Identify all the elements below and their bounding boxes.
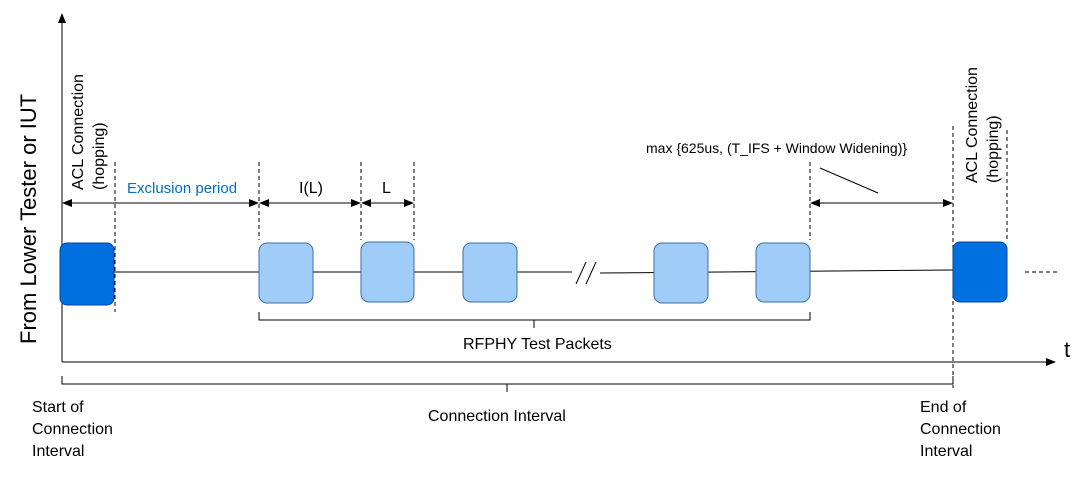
acl-start-label-line1: ACL Connection	[70, 74, 87, 190]
packets-label: RFPHY Test Packets	[463, 336, 612, 353]
end-label-line3: Interval	[920, 443, 972, 460]
l-label: L	[382, 180, 391, 197]
end-label-line2: Connection	[920, 421, 1001, 438]
baseline-break-mark-2	[585, 261, 597, 285]
exclusion-period-label: Exclusion period	[127, 180, 237, 197]
start-label-line1: Start of	[32, 399, 84, 416]
connection-interval-bracket	[61, 376, 954, 385]
test-packet	[653, 242, 709, 304]
acl-start-label-line2: (hopping)	[91, 122, 108, 190]
y-axis-label: From Lower Tester or IUT	[16, 94, 41, 344]
end-label-line1: End of	[920, 399, 967, 416]
acl-end-label-line2: (hopping)	[985, 115, 1002, 183]
acl-end-label-line1: ACL Connection	[964, 67, 981, 183]
acl-block-start	[59, 242, 115, 306]
acl-block-end	[952, 241, 1008, 303]
start-label-line3: Interval	[32, 443, 84, 460]
time-axis-label: t	[1064, 337, 1070, 362]
connection-interval-label: Connection Interval	[428, 408, 566, 425]
max-formula-label: max {625us, (T_IFS + Window Widening)}	[646, 140, 907, 156]
test-packet	[258, 242, 314, 304]
start-label-line2: Connection	[32, 421, 113, 438]
test-packet	[360, 241, 415, 303]
packets-bracket	[258, 312, 811, 321]
baseline-break-mark-1	[575, 261, 587, 285]
i-l-label: I(L)	[299, 180, 323, 197]
test-packet	[755, 242, 811, 303]
test-packet	[462, 242, 518, 303]
max-formula-leader	[819, 167, 879, 194]
